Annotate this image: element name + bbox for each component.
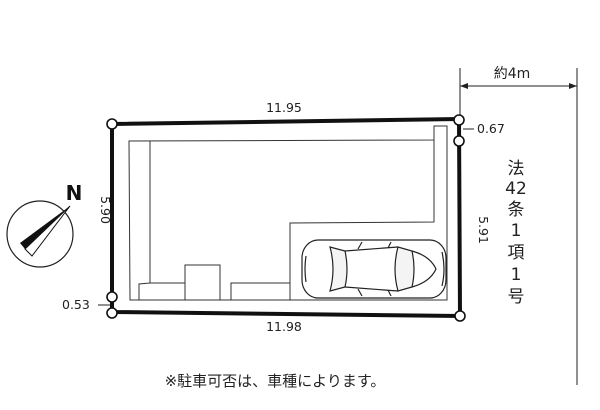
corner-marker — [453, 114, 465, 126]
road-type-char: 条 — [508, 200, 525, 220]
corner-marker — [453, 135, 465, 147]
road-type-char: 号 — [508, 287, 525, 307]
parking-note: ※駐車可否は、車種によります。 — [165, 372, 386, 390]
dimension-bottom: 11.98 — [266, 319, 302, 334]
road-type-char: 1 — [511, 221, 522, 241]
road-edges — [459, 68, 578, 385]
corner-marker — [106, 291, 118, 303]
road-type-char: 項 — [508, 243, 525, 263]
dimension-top-right-offset: 0.67 — [477, 121, 505, 136]
interior-lines — [138, 140, 435, 300]
corner-marker — [106, 118, 118, 130]
road-width-dimension: 約4m — [460, 63, 577, 89]
road-type-char: 法 — [508, 159, 525, 179]
road-width-label: 約4m — [494, 66, 531, 82]
dimension-bottom-left-offset: 0.53 — [62, 297, 90, 312]
compass-north-label: N — [66, 181, 83, 205]
road-type-char: 1 — [511, 265, 522, 285]
road-type-label: 法 42 条 1 項 1 号 — [505, 159, 527, 307]
corner-markers — [106, 114, 466, 322]
car-icon — [301, 239, 447, 299]
dimension-right: 5.91 — [476, 216, 491, 244]
dimension-top: 11.95 — [266, 100, 302, 115]
road-type-char: 42 — [505, 179, 527, 199]
corner-marker — [454, 310, 466, 322]
corner-marker — [106, 307, 118, 319]
compass-icon: N — [6, 181, 83, 268]
dimension-left: 5.90 — [98, 196, 113, 224]
